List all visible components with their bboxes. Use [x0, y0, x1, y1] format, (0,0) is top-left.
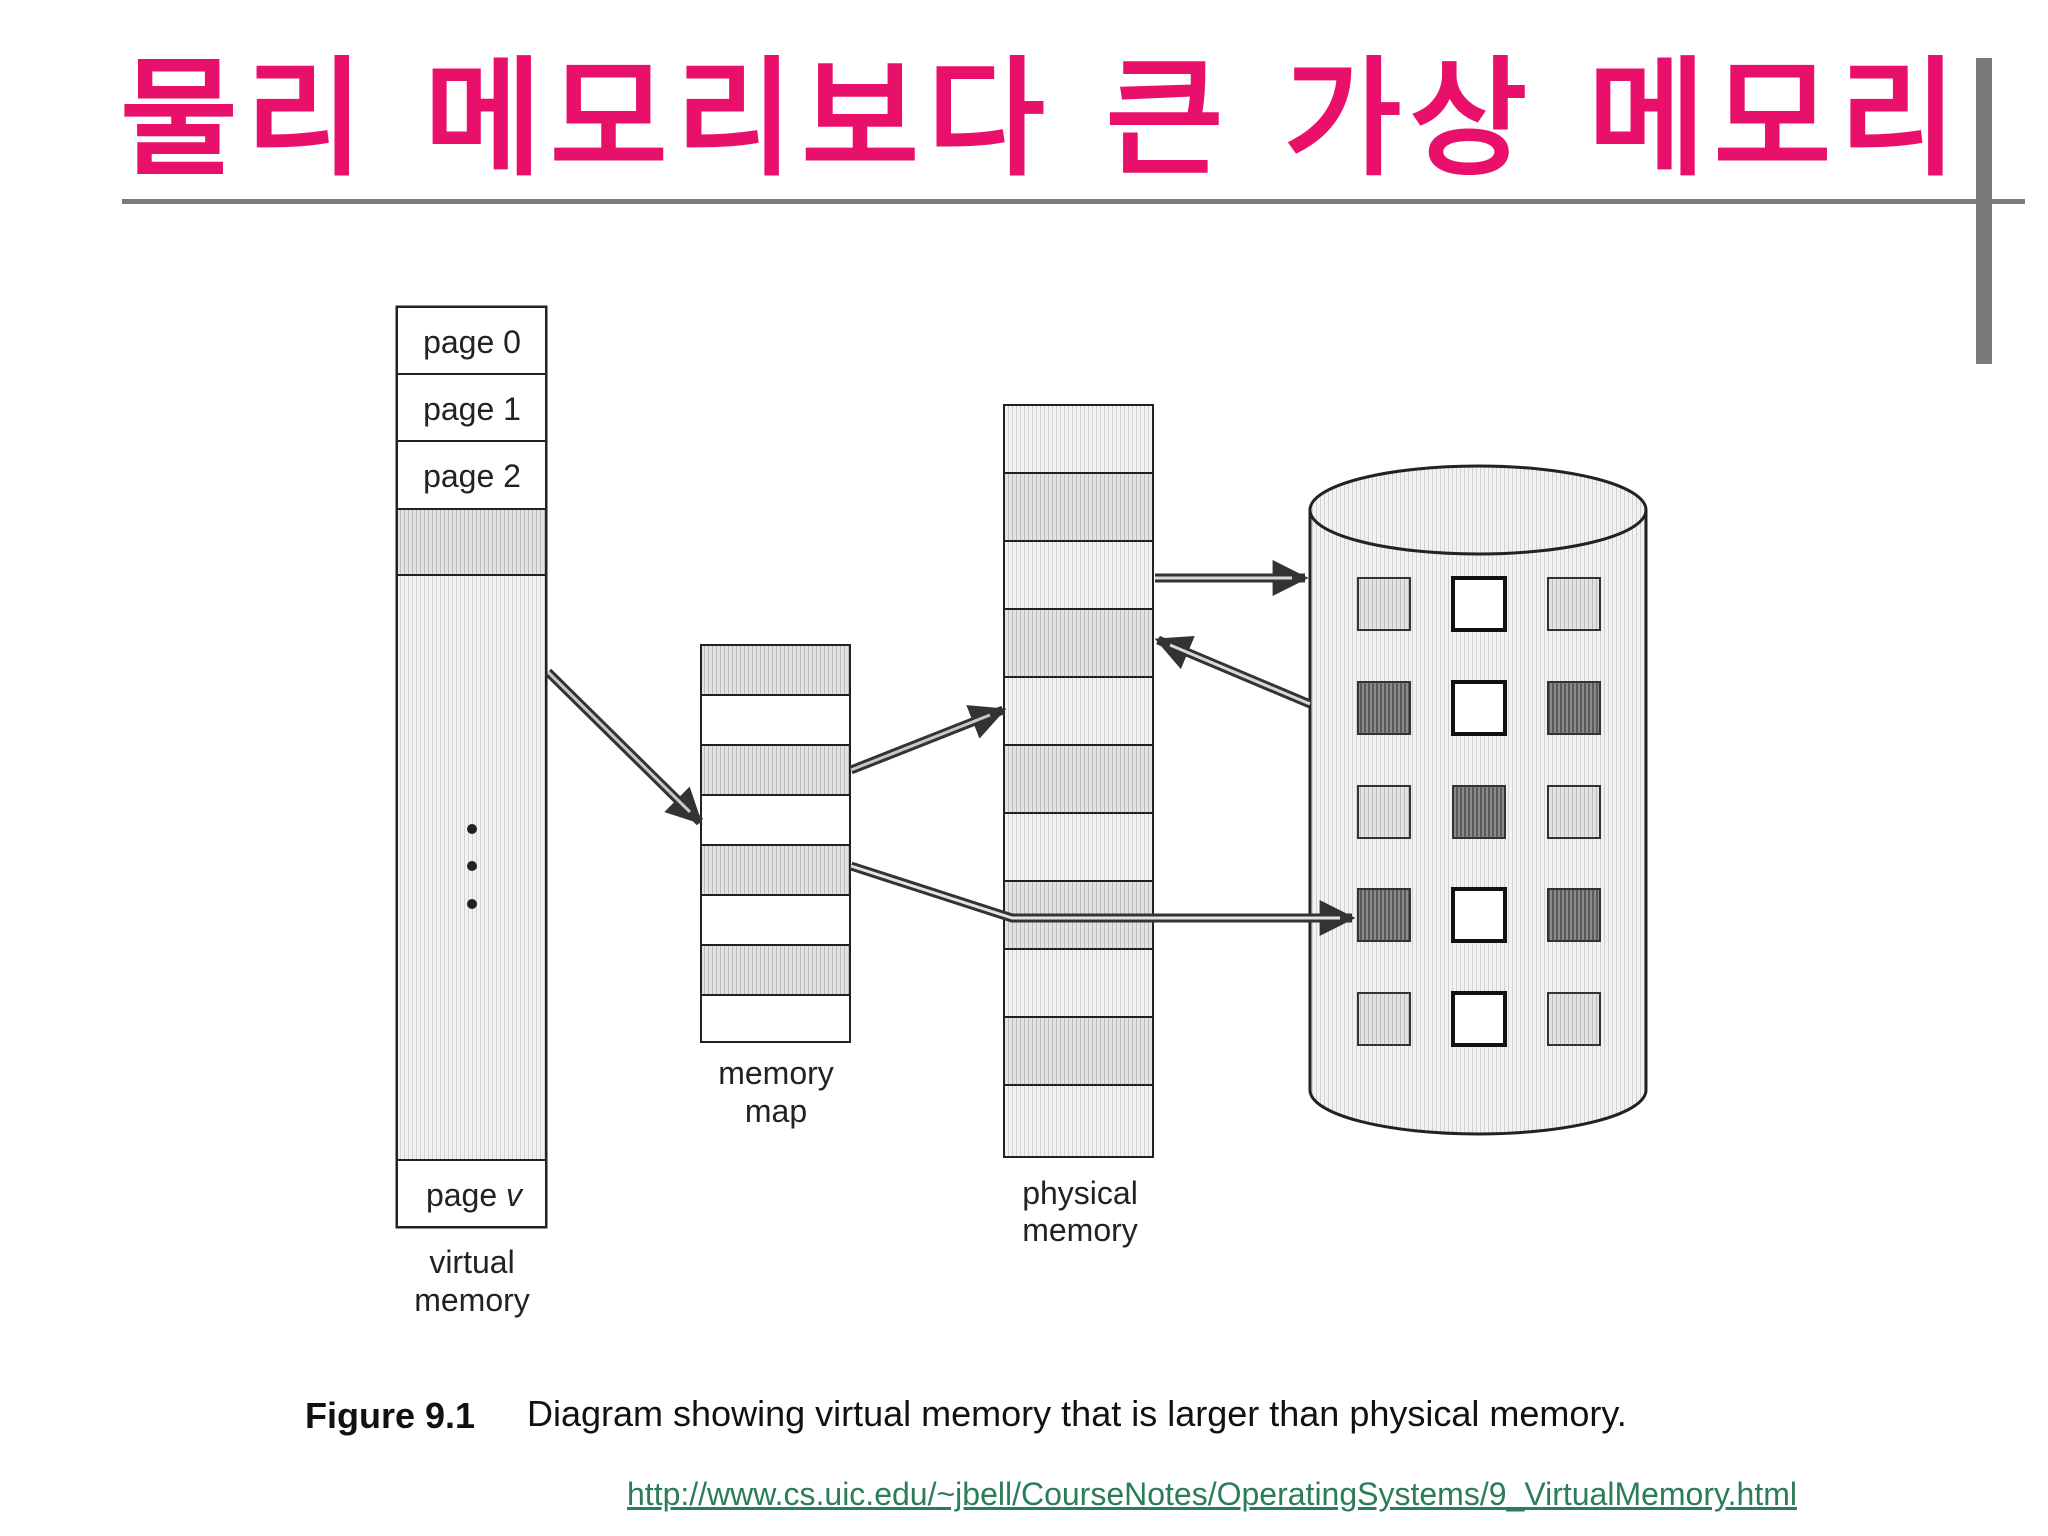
disk-page-box: [1357, 888, 1411, 942]
map-entry: [700, 994, 851, 1043]
page-v-label: page v: [426, 1177, 524, 1213]
disk-page-box: [1451, 576, 1507, 632]
virtual-page-cell: [396, 306, 547, 375]
disk-page-box: [1357, 577, 1411, 631]
arrow-virtual-to-map-inner: [546, 670, 692, 814]
figure-caption: Figure 9.1 Diagram showing virtual memor…: [305, 1393, 1627, 1436]
virtual-memory-label-line2: memory: [414, 1282, 530, 1318]
disk-page-box: [1357, 681, 1411, 735]
disk-page-box: [1357, 785, 1411, 839]
physical-memory-column: physical memory: [1003, 404, 1154, 1248]
ellipsis-dot: [467, 899, 477, 909]
frame: [1003, 676, 1154, 746]
source-link[interactable]: http://www.cs.uic.edu/~jbell/CourseNotes…: [627, 1476, 1797, 1512]
disk-page-box: [1547, 681, 1601, 735]
memory-map-label-line2: map: [745, 1093, 807, 1129]
frame: [1003, 948, 1154, 1018]
frame: [1003, 744, 1154, 814]
disk-page-box: [1547, 577, 1601, 631]
virtual-page-cell: [396, 1159, 547, 1228]
frame: [1003, 1016, 1154, 1086]
memory-map-column: memory map: [700, 644, 851, 1129]
virtual-page-cell: [396, 440, 547, 510]
ellipsis-dot: [467, 861, 477, 871]
physical-memory-label-line2: memory: [1022, 1212, 1138, 1248]
virtual-memory-column: page 0 page 1 page 2 page v virtual memo…: [395, 305, 548, 1318]
map-entry: [700, 644, 851, 696]
arrow-disk-to-physical-inner: [1169, 643, 1311, 706]
disk-page-box: [1357, 992, 1411, 1046]
frame: [1003, 404, 1154, 474]
map-entry: [700, 894, 851, 946]
figure-caption-text: Diagram showing virtual memory that is l…: [527, 1393, 1627, 1434]
mapping-arrows: [544, 560, 1356, 936]
frame: [1003, 472, 1154, 542]
map-entry: [700, 694, 851, 746]
disk-page-box: [1451, 680, 1507, 736]
disk-page-box: [1452, 785, 1506, 839]
ellipsis-dot: [467, 824, 477, 834]
figure-number: Figure 9.1: [305, 1395, 475, 1436]
arrow-map-to-physical-inner: [850, 713, 991, 772]
page-2-label: page 2: [423, 458, 521, 494]
frame: [1003, 1084, 1154, 1158]
disk-page-box: [1451, 991, 1507, 1047]
map-entry: [700, 844, 851, 896]
memory-map-label-line1: memory: [718, 1055, 834, 1091]
map-entry: [700, 794, 851, 846]
disk-page-box: [1547, 785, 1601, 839]
page-0-label: page 0: [423, 324, 521, 360]
disk-page-box: [1451, 887, 1507, 943]
disk-page-box: [1547, 888, 1601, 942]
frame: [1003, 812, 1154, 882]
disk-top: [1308, 464, 1648, 556]
virtual-page-shaded-cell: [396, 508, 547, 576]
map-entry: [700, 944, 851, 996]
page-1-label: page 1: [423, 391, 521, 427]
physical-memory-label-line1: physical: [1022, 1175, 1138, 1211]
frame: [1003, 540, 1154, 610]
slide-title: 물리 메모리보다 큰 가상 메모리: [120, 45, 1966, 194]
arrow-map-to-disk-inner: [850, 864, 1340, 920]
disk-cylinder: [1308, 464, 1648, 1136]
title-divider: [122, 199, 2025, 204]
virtual-memory-label-line1: virtual: [429, 1244, 514, 1280]
disk-page-box: [1547, 992, 1601, 1046]
virtual-page-cell: [396, 373, 547, 442]
frame: [1003, 608, 1154, 678]
map-entry: [700, 744, 851, 796]
title-accent-bar: [1976, 58, 1992, 364]
